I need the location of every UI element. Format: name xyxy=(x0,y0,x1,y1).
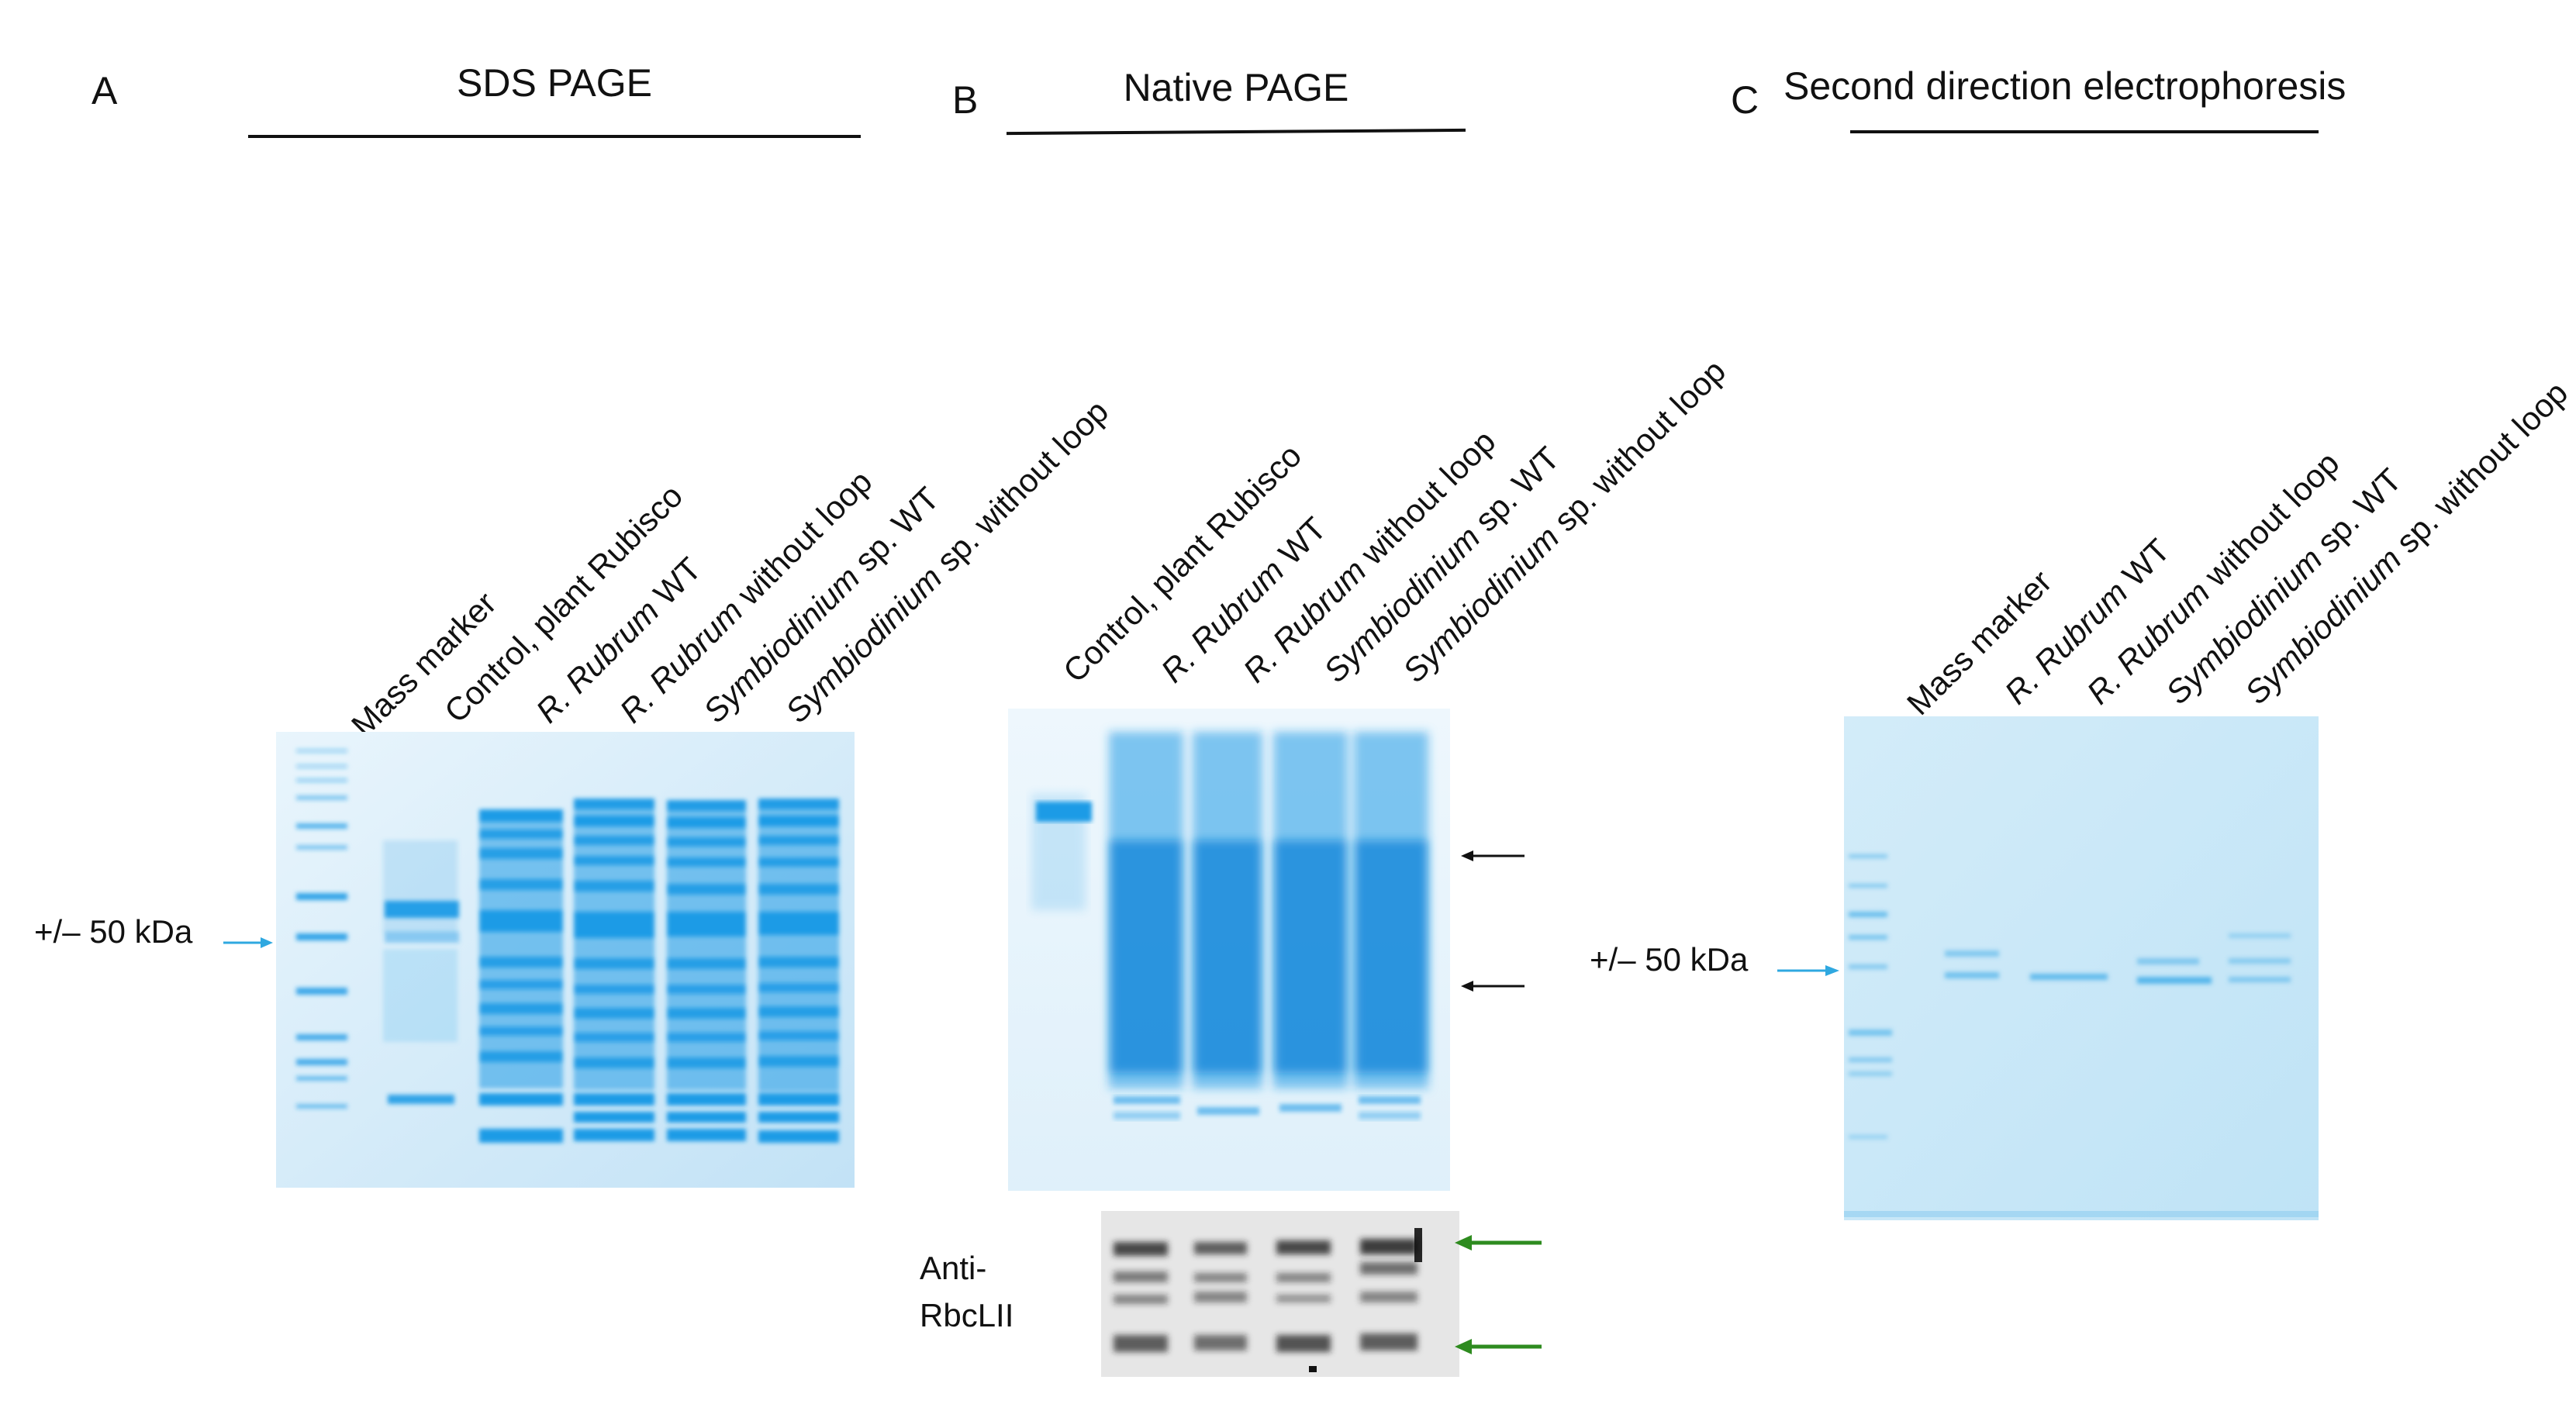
panel-a-label: A xyxy=(92,69,118,112)
panel-b-label: B xyxy=(952,78,979,122)
blot-lower-arrow-icon xyxy=(1455,1339,1542,1354)
blot-label: Anti- RbcLII xyxy=(920,1250,1014,1333)
panel-b-upper-arrow-icon xyxy=(1461,850,1525,861)
panel-c-rule xyxy=(1850,130,2319,133)
panel-c-gel xyxy=(1844,716,2319,1220)
panel-a-marker-label: +/– 50 kDa xyxy=(34,913,193,950)
lane-label: Symbiodinium sp. without loop xyxy=(1395,352,1733,690)
panel-b-blot xyxy=(1101,1211,1459,1377)
panel-b-gel xyxy=(1008,709,1450,1191)
panel-c-marker-label: +/– 50 kDa xyxy=(1590,941,1749,978)
panel-c-label: C xyxy=(1731,78,1759,122)
panel-a-title: SDS PAGE xyxy=(457,61,652,105)
panel-b-title: Native PAGE xyxy=(1123,66,1349,109)
panel-a-gel xyxy=(276,732,855,1188)
lane-label: Symbiodinium sp. without loop xyxy=(778,392,1116,730)
panel-b-lower-arrow-icon xyxy=(1461,981,1525,992)
lane-label: Symbiodinium sp. without loop xyxy=(2237,374,2575,712)
blot-upper-arrow-icon xyxy=(1455,1235,1542,1250)
panel-c-marker-arrow-icon xyxy=(1777,965,1839,976)
panel-a-marker-arrow-icon xyxy=(223,937,273,948)
panel-b-rule xyxy=(1006,128,1466,136)
panel-c-title: Second direction electrophoresis xyxy=(1784,64,2346,108)
panel-a-rule xyxy=(248,135,861,138)
